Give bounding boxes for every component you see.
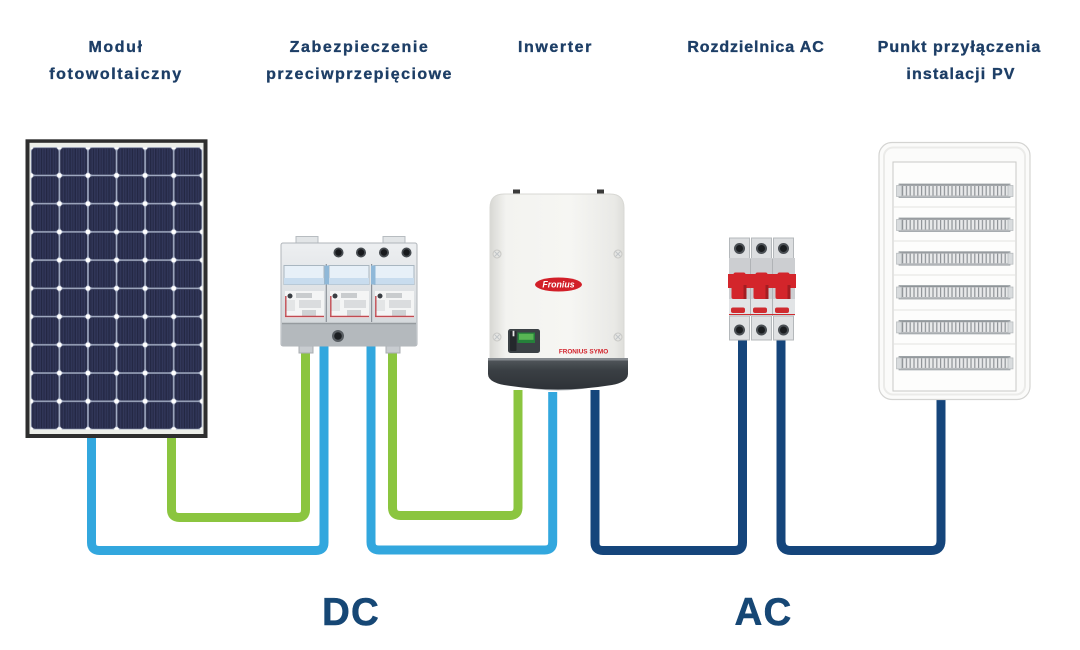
svg-text:Punkt przyłączenia: Punkt przyłączenia [878, 39, 1042, 56]
svg-text:FRONIUS SYMO: FRONIUS SYMO [559, 349, 608, 356]
svg-text:Moduł: Moduł [88, 39, 143, 56]
svg-text:przeciwprzepięciowe: przeciwprzepięciowe [266, 66, 453, 83]
svg-text:fotowoltaiczny: fotowoltaiczny [49, 66, 183, 83]
svg-text:Fronius: Fronius [542, 280, 574, 290]
svg-text:DC: DC [322, 591, 380, 634]
svg-text:Inwerter: Inwerter [518, 39, 593, 56]
svg-text:AC: AC [734, 591, 792, 634]
svg-text:instalacji PV: instalacji PV [906, 66, 1015, 83]
svg-text:Zabezpieczenie: Zabezpieczenie [290, 39, 430, 56]
svg-text:Rozdzielnica AC: Rozdzielnica AC [687, 39, 824, 56]
